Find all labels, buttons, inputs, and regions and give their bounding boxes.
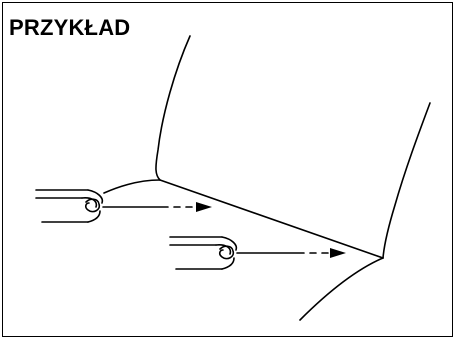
example-panel: PRZYKŁAD [2, 2, 453, 337]
fabric-edge-upper [103, 179, 161, 194]
hand-pinch-icon [35, 189, 104, 223]
arrow-head [330, 248, 346, 258]
example-label: PRZYKŁAD [9, 15, 131, 40]
fabric-edge-lower [299, 257, 384, 321]
fabric-edge-left [155, 35, 191, 181]
arrow-head [196, 202, 212, 212]
fabric-edge-right [382, 102, 431, 259]
fold-line [159, 179, 384, 259]
hand-pinch-icon [169, 236, 238, 270]
